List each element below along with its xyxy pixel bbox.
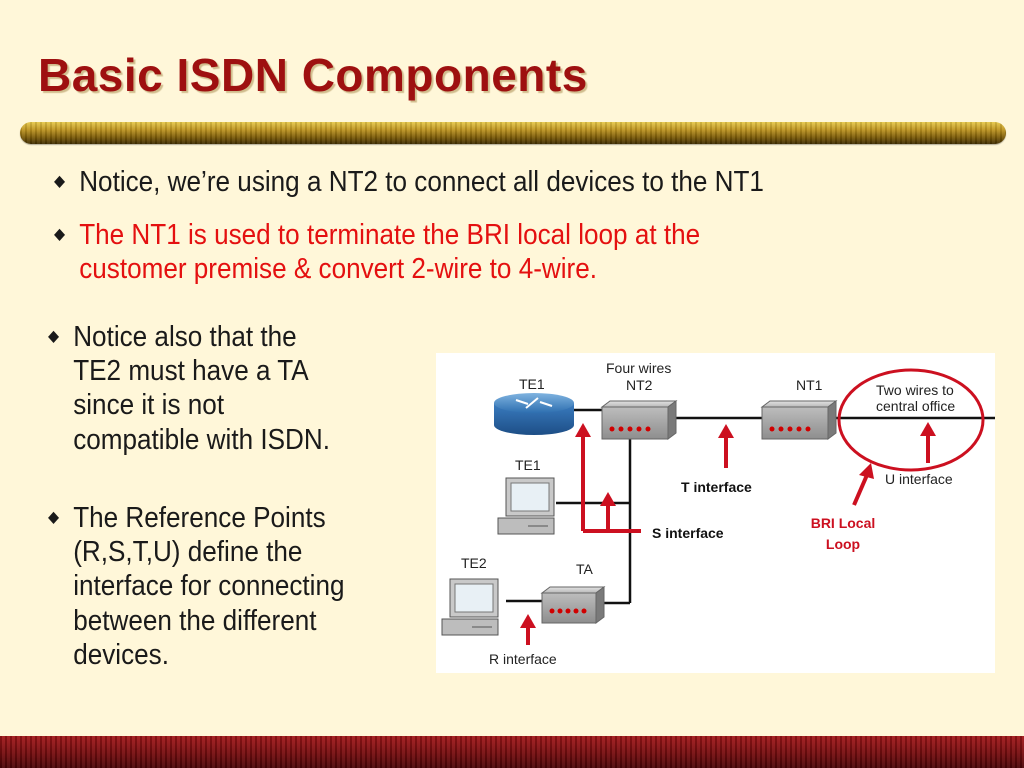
bullet-line: devices. <box>73 638 169 671</box>
s-interface-label: S interface <box>652 525 724 541</box>
pc-icon <box>497 477 555 535</box>
bullet-line: The Reference Points <box>73 502 326 534</box>
bullet-line: The NT1 is used to terminate the BRI loc… <box>79 219 701 251</box>
arrow-up-icon <box>600 492 616 528</box>
bullet-text: Notice, we’re using a NT2 to connect all… <box>79 166 764 198</box>
bri-local-loop-label-line1: BRI Local <box>811 515 876 531</box>
diamond-bullet-icon: ◆ <box>54 226 66 243</box>
bullet-line: customer premise & convert 2-wire to 4-w… <box>79 253 598 286</box>
footer-bar <box>0 736 1024 768</box>
bullet-text: Notice also that the TE2 must have a TA … <box>48 320 426 457</box>
bullet-line: Notice also that the <box>73 321 297 353</box>
two-wires-note-line2: central office <box>876 398 955 414</box>
te1-router-label: TE1 <box>519 376 545 392</box>
nt1-label: NT1 <box>796 377 823 393</box>
isdn-diagram: TE1 Four wires NT2 NT1 <box>436 353 995 673</box>
te1-pc-label: TE1 <box>515 457 541 473</box>
arrow-up-icon <box>920 422 936 463</box>
bullet-nt1: ◆ The NT1 is used to terminate the BRI l… <box>54 218 891 286</box>
bullet-line: between the different <box>73 604 317 637</box>
t-interface-label: T interface <box>681 479 752 495</box>
bullet-nt2: ◆ Notice, we’re using a NT2 to connect a… <box>54 165 891 199</box>
bullet-line: interface for connecting <box>73 570 345 603</box>
bullet-reference-points: ◆ The Reference Points (R,S,T,U) define … <box>48 501 426 672</box>
connection-lines <box>506 408 995 605</box>
bullet-te2: ◆ Notice also that the TE2 must have a T… <box>48 320 426 457</box>
bullet-line: (R,S,T,U) define the <box>73 536 303 569</box>
slide-title: Basic ISDN Components <box>38 49 588 101</box>
bullet-text: The Reference Points (R,S,T,U) define th… <box>48 501 426 672</box>
pc-icon <box>441 578 499 636</box>
ta-label: TA <box>576 561 594 577</box>
bullet-line: compatible with ISDN. <box>73 423 330 456</box>
diamond-bullet-icon: ◆ <box>48 328 60 345</box>
diagonal-arrow-icon <box>852 463 874 506</box>
r-interface-label: R interface <box>489 651 557 667</box>
two-wires-note-line1: Two wires to <box>876 382 954 398</box>
nt2-box <box>600 400 678 440</box>
title-underline-bar <box>20 122 1006 144</box>
ta-box <box>540 586 606 624</box>
bullet-text: The NT1 is used to terminate the BRI loc… <box>54 218 891 286</box>
nt1-box <box>760 400 838 440</box>
u-interface-label: U interface <box>885 471 953 487</box>
bullet-line: TE2 must have a TA <box>73 355 309 388</box>
bullet-line: since it is not <box>73 389 225 422</box>
arrow-up-icon <box>575 423 591 531</box>
diamond-bullet-icon: ◆ <box>54 173 66 190</box>
arrow-up-icon <box>520 614 536 645</box>
isdn-diagram-svg: TE1 Four wires NT2 NT1 <box>441 360 995 667</box>
nt2-label: NT2 <box>626 377 653 393</box>
diamond-bullet-icon: ◆ <box>48 509 60 526</box>
nt2-four-wires-label: Four wires <box>606 360 671 376</box>
bri-local-loop-label-line2: Loop <box>826 536 860 552</box>
bri-local-loop-circle <box>837 368 985 472</box>
router-icon <box>494 393 574 435</box>
te2-label: TE2 <box>461 555 487 571</box>
arrow-up-icon <box>718 424 734 468</box>
